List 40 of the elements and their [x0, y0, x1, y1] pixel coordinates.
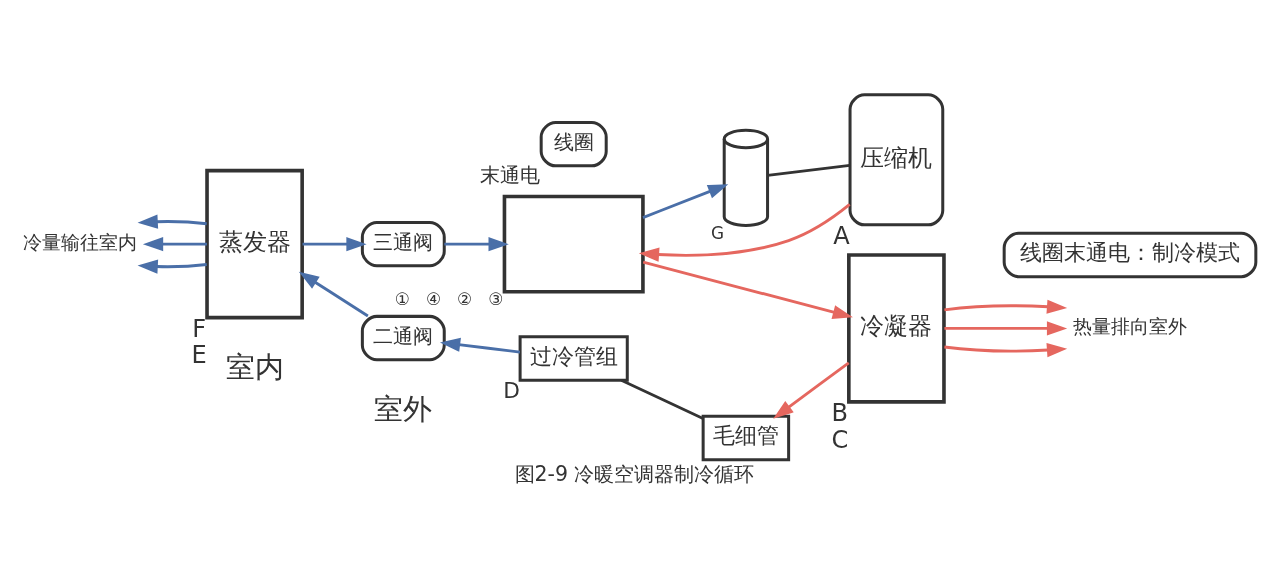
node-box: 过冷管组 — [518, 334, 629, 382]
arrow — [137, 214, 207, 229]
caption: 图2-9 冷暖空调器制冷循环 — [514, 461, 755, 486]
node-box: 线圈末通电：制冷模式 — [1002, 231, 1258, 278]
arrow — [642, 260, 853, 319]
arrow — [944, 342, 1068, 357]
arrow — [642, 183, 729, 219]
node-box: 压缩机 — [848, 92, 945, 226]
node-box — [502, 194, 645, 293]
arrow — [773, 361, 850, 419]
node-box: 蒸发器 — [205, 168, 304, 319]
arrow — [944, 299, 1068, 314]
node-label: G — [711, 222, 725, 243]
node-label: 末通电 — [479, 162, 540, 187]
node-text: 冷量输往室内 — [22, 230, 137, 254]
node-label: E — [191, 340, 207, 369]
label: 室外 — [374, 391, 433, 426]
node-label: ① ④ ② ③ — [394, 288, 504, 309]
node-label: F — [192, 314, 207, 343]
node-box: 二通阀 — [360, 314, 446, 361]
node-text: 热量排向室外 — [1073, 314, 1187, 338]
arrow — [298, 271, 369, 317]
node-box: 冷凝器 — [847, 252, 946, 404]
arrow — [137, 259, 207, 274]
arrow — [944, 320, 1068, 335]
node-label: C — [831, 425, 849, 454]
label: 室内 — [225, 349, 284, 384]
arrow — [439, 337, 521, 354]
arrow — [142, 236, 207, 251]
connector — [767, 163, 850, 177]
arrow — [302, 236, 367, 251]
arrow — [638, 202, 851, 262]
node-box: 线圈 — [539, 120, 608, 167]
node-box: 毛细管 — [701, 414, 791, 461]
connector — [620, 378, 704, 420]
node-box: 三通阀 — [360, 220, 446, 267]
arrow — [444, 236, 509, 251]
node-label: A — [833, 221, 850, 250]
node-label: D — [503, 377, 521, 403]
node-label: B — [831, 398, 849, 427]
